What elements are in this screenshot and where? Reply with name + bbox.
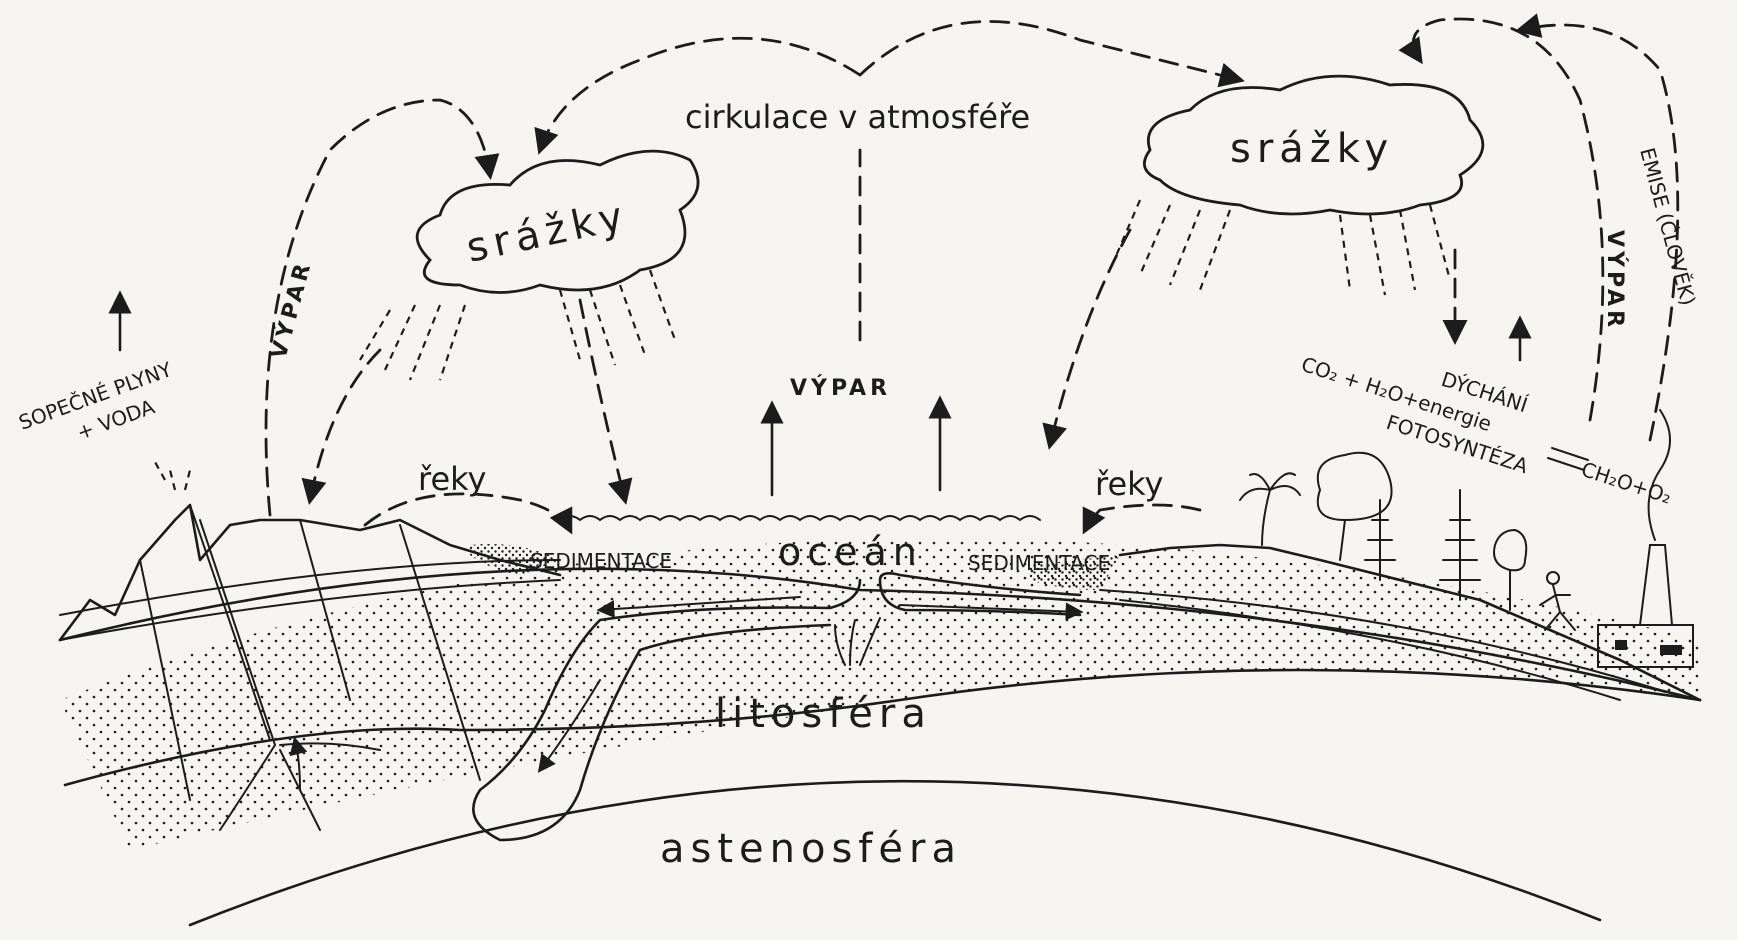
palm-tree bbox=[1240, 473, 1300, 545]
conifer-1 bbox=[1365, 500, 1395, 580]
cloud-left bbox=[360, 151, 698, 380]
label-ocean: oceán bbox=[778, 530, 923, 574]
label-reaction-right: CH₂O+O₂ bbox=[1578, 457, 1674, 509]
ocean-surface-waves bbox=[560, 516, 1040, 520]
runner-head bbox=[1547, 572, 1559, 584]
conifer-2 bbox=[1440, 490, 1480, 600]
rain-to-land-right bbox=[1050, 230, 1130, 445]
label-precip-right: srážky bbox=[1230, 126, 1394, 172]
rain-to-land-left bbox=[310, 350, 380, 500]
label-evap-center: VÝPAR bbox=[790, 375, 891, 401]
volcano-vent bbox=[155, 462, 190, 490]
label-evap-left: VÝPAR bbox=[266, 257, 317, 361]
label-emissions: EMISE (ČLOVĚK) bbox=[1635, 145, 1700, 308]
label-evap-right: VÝPAR bbox=[1602, 230, 1628, 331]
arc-emission bbox=[1520, 25, 1678, 440]
arc-top-right bbox=[860, 21, 1240, 80]
arc-right-loop bbox=[1413, 19, 1603, 420]
label-sedimentation-right: SEDIMENTACE bbox=[968, 551, 1110, 575]
label-circulation: cirkulace v atmosféře bbox=[685, 98, 1030, 136]
cloud-right bbox=[1110, 76, 1483, 295]
label-asthenosphere: astenosféra bbox=[660, 826, 962, 872]
river-left bbox=[365, 494, 570, 530]
label-sedimentation-left: SEDIMENTACE bbox=[530, 549, 672, 573]
label-rivers-left: řeky bbox=[418, 460, 486, 498]
label-rivers-right: řeky bbox=[1095, 465, 1163, 503]
river-right bbox=[1085, 505, 1200, 530]
label-lithosphere: litosféra bbox=[715, 691, 932, 737]
